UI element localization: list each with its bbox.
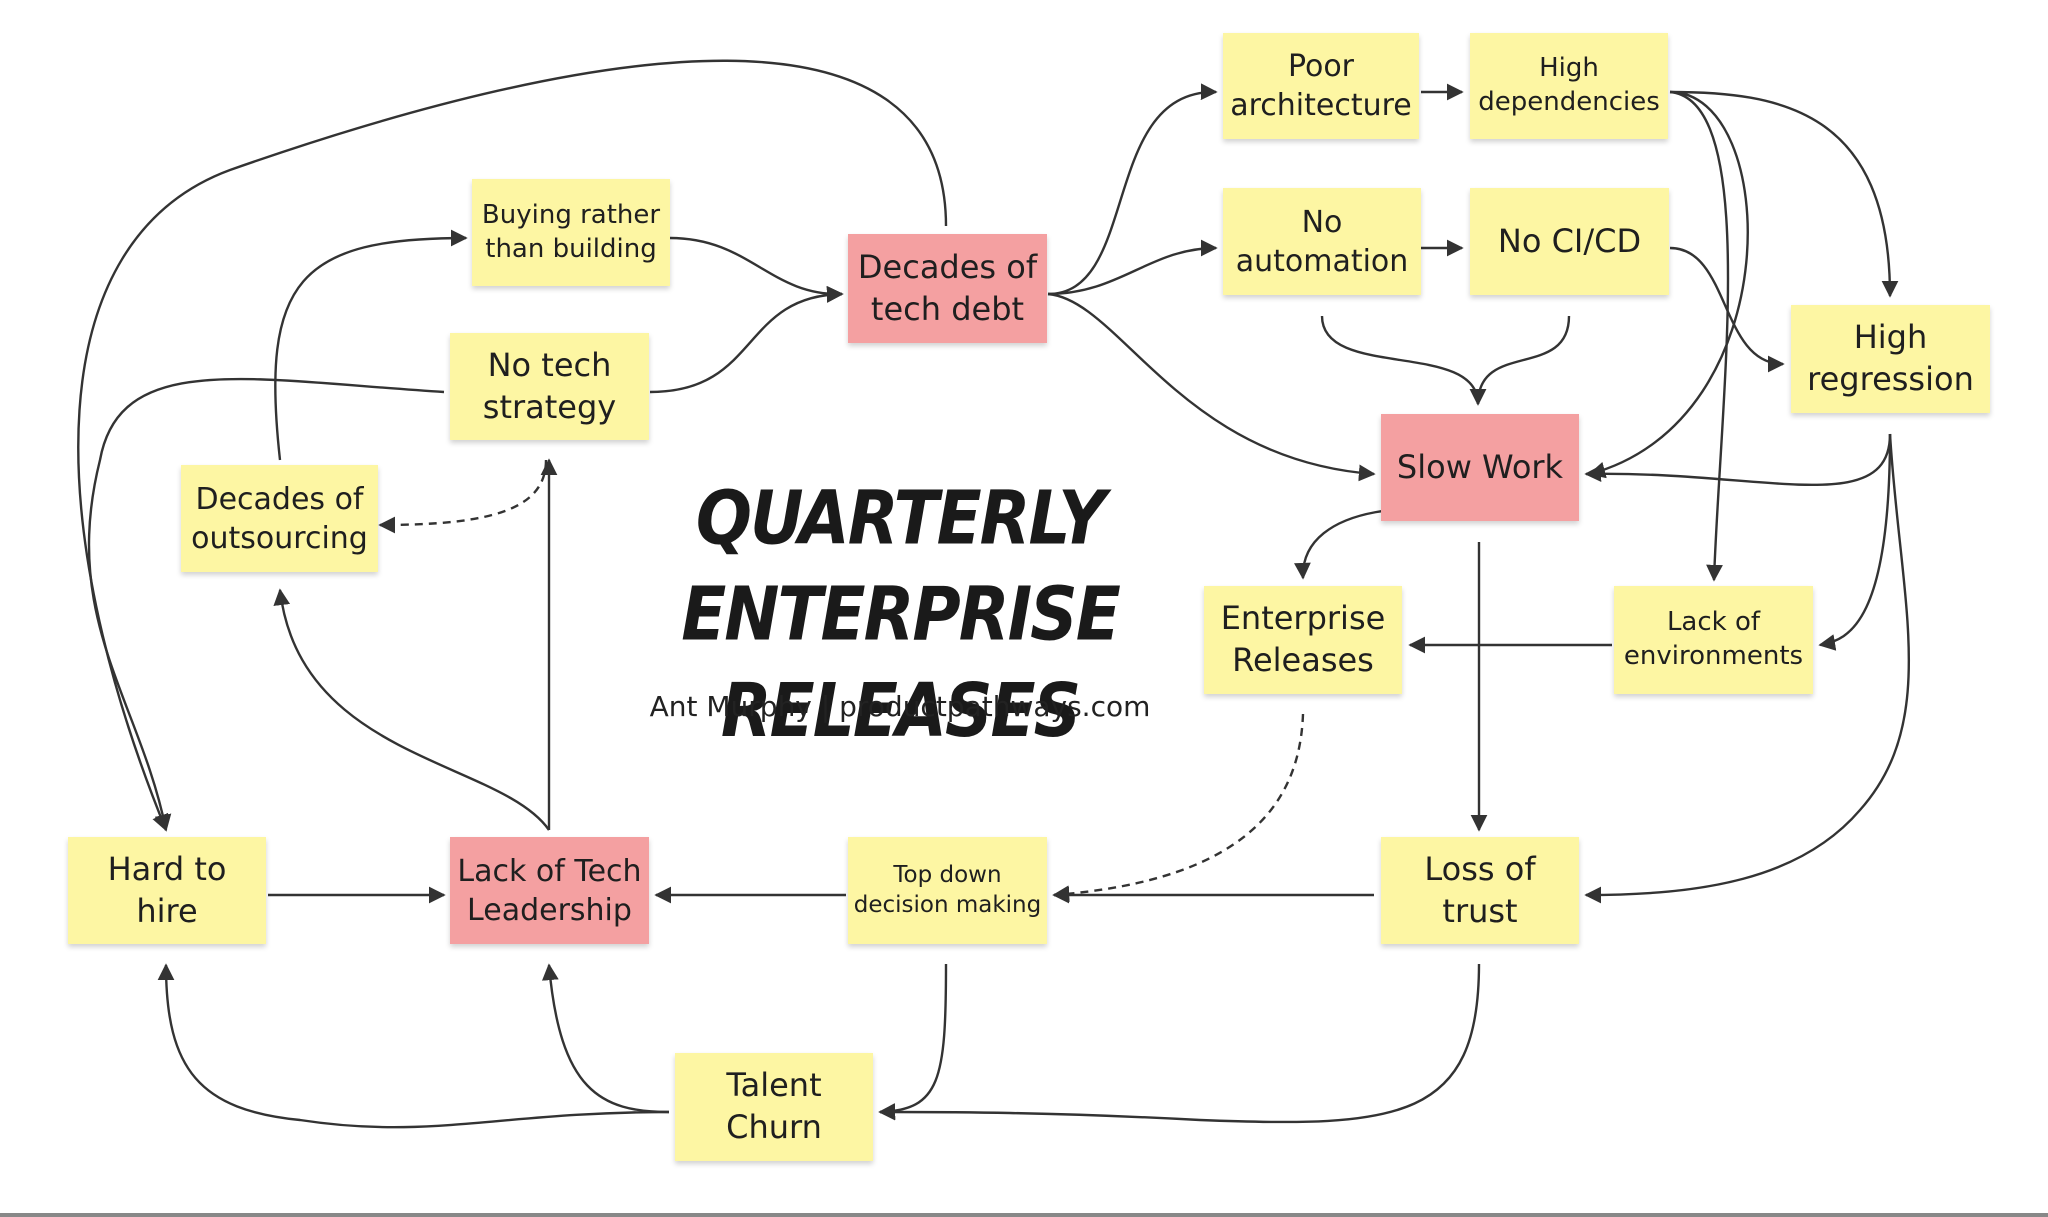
note-decades-of-tech-debt: Decades of tech debt [848, 234, 1047, 343]
edge-no-automation-to-slow-work [1320, 315, 1487, 406]
note-loss-of-trust: Loss of trust [1381, 837, 1579, 944]
note-poor-architecture: Poor architecture [1223, 33, 1419, 139]
note-buying-rather-than-building: Buying rather than building [472, 179, 670, 286]
note-enterprise-releases: Enterprise Releases [1204, 586, 1402, 694]
edge-enterprise-releases-to-top-down [1052, 713, 1305, 903]
edge-high-dependencies-to-slow-work [1588, 90, 1749, 479]
note-lack-of-tech-leadership: Lack of Tech Leadership [450, 837, 649, 944]
edge-no-cicd-to-high-regression [1669, 246, 1785, 373]
note-lack-of-environments: Lack of environments [1614, 586, 1813, 694]
note-hard-to-hire: Hard to hire [68, 837, 266, 944]
edge-top-down-to-talent-churn [878, 963, 948, 1120]
note-slow-work: Slow Work [1381, 414, 1579, 521]
note-decades-of-outsourcing: Decades of outsourcing [181, 465, 378, 572]
note-no-tech-strategy: No tech strategy [450, 333, 649, 440]
edge-buying-rather-to-decades-tech-debt [669, 236, 844, 303]
edge-decades-tech-debt-to-hard-to-hire [77, 59, 948, 832]
edge-talent-churn-to-lack-tech-leadership [541, 963, 670, 1114]
note-high-dependencies: High dependencies [1470, 33, 1668, 139]
edge-decades-tech-debt-to-slow-work [1047, 292, 1376, 482]
edge-no-tech-strategy-to-decades-tech-debt [649, 285, 844, 394]
note-top-down-decision-making: Top down decision making [848, 837, 1047, 944]
diagram-title: QUARTERLY ENTERPRISE RELEASES [681, 475, 1121, 754]
edge-decades-tech-debt-to-no-automation [1047, 239, 1218, 296]
edge-no-cicd-to-slow-work [1469, 315, 1571, 406]
edge-high-regression-to-slow-work [1584, 433, 1892, 486]
edge-high-dependencies-to-lack-environments [1669, 90, 1730, 582]
edge-decades-tech-debt-to-poor-architecture [1047, 83, 1218, 296]
edge-loss-of-trust-to-talent-churn [878, 963, 1481, 1124]
edge-decades-outsourcing-to-buying-rather [274, 229, 468, 461]
edge-no-tech-strategy-to-hard-to-hire [87, 377, 445, 832]
edge-high-dependencies-to-high-regression [1669, 90, 1899, 298]
note-talent-churn: Talent Churn [675, 1053, 873, 1161]
bottom-divider [0, 1213, 2048, 1217]
edge-lack-tech-leadership-to-decades-outsourcing [273, 588, 550, 831]
edge-talent-churn-to-hard-to-hire [157, 963, 670, 1129]
edge-high-regression-to-lack-environments [1818, 433, 1892, 651]
author-byline: Ant Murphy | productpathways.com [649, 690, 1151, 723]
note-no-ci-cd: No CI/CD [1470, 188, 1669, 295]
note-high-regression: High regression [1791, 305, 1990, 413]
note-no-automation: No automation [1223, 188, 1421, 295]
edge-high-regression-to-loss-of-trust [1584, 433, 1911, 904]
edge-no-tech-strategy-to-decades-outsourcing [378, 459, 548, 534]
